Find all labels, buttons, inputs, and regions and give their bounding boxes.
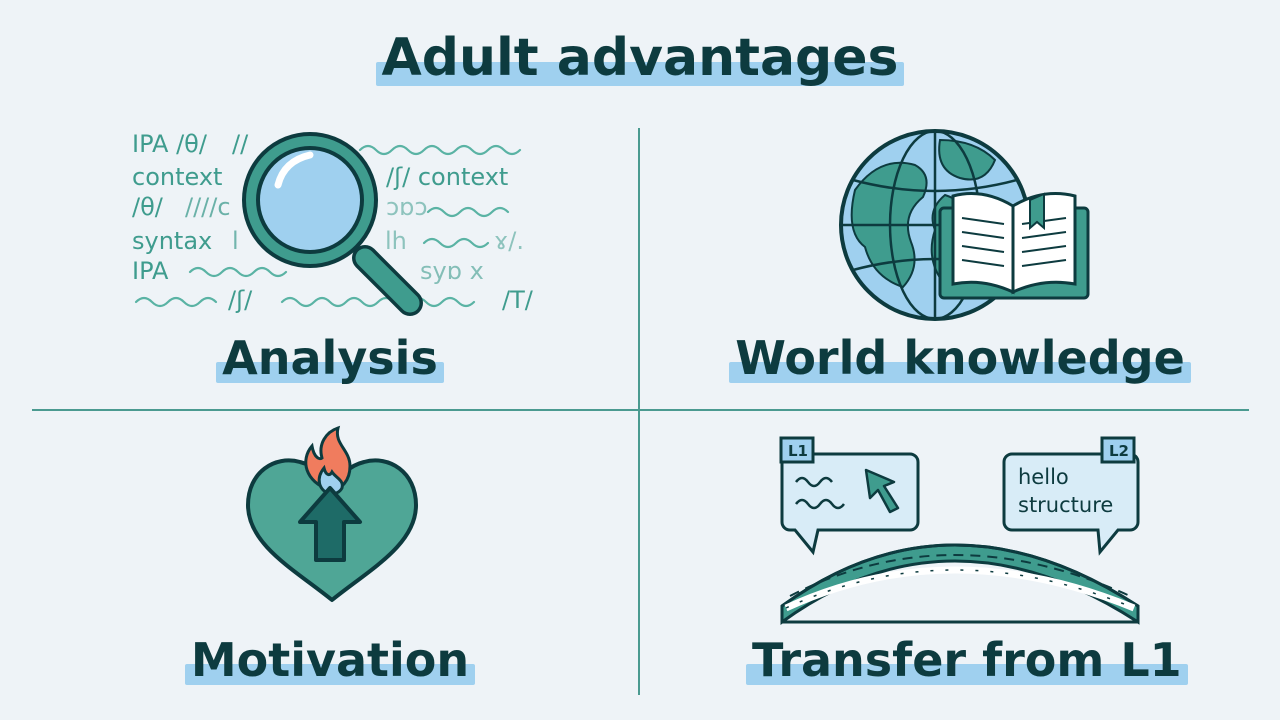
- svg-text:////c: ////c: [185, 193, 231, 221]
- analysis-word-ipa-theta: IPA /θ/: [132, 130, 208, 158]
- label-motivation: Motivation: [184, 637, 476, 685]
- l2-line-structure: structure: [1018, 493, 1113, 517]
- label-world-knowledge: World knowledge: [720, 335, 1200, 383]
- motivation-illustration: [246, 425, 418, 602]
- analysis-word-sh-context: /ʃ/ context: [386, 163, 508, 191]
- magnifier-icon: [242, 132, 423, 316]
- analysis-word-context: context: [132, 163, 222, 191]
- svg-text://: //: [232, 130, 249, 158]
- svg-text:syɒ x: syɒ x: [420, 257, 484, 285]
- analysis-word-syntax: syntax: [132, 227, 212, 255]
- page-title: Adult advantages: [0, 32, 1280, 86]
- svg-text:ɔɒɔ: ɔɒɔ: [386, 193, 428, 221]
- l2-speech-bubble: L2 hello structure: [1002, 436, 1140, 556]
- world-illustration: [839, 129, 1090, 321]
- vertical-divider: [638, 128, 640, 695]
- label-transfer-from-l1: Transfer from L1: [746, 637, 1188, 685]
- l2-tag: L2: [1109, 442, 1129, 460]
- svg-text:lh: lh: [385, 227, 407, 255]
- svg-text:ɤ/.: ɤ/.: [494, 227, 524, 255]
- arrow-up-icon: [298, 486, 362, 562]
- l2-line-hello: hello: [1018, 465, 1069, 489]
- analysis-illustration: IPA /θ/ // context /θ/ ////c syntax l IP…: [132, 130, 534, 316]
- analysis-word-ipa: IPA: [132, 257, 169, 285]
- analysis-word-sh: /ʃ/: [228, 286, 253, 314]
- open-book-icon: [938, 192, 1090, 300]
- flame-icon: [304, 425, 352, 496]
- l1-tag: L1: [788, 442, 808, 460]
- svg-text:l: l: [232, 227, 239, 255]
- horizontal-divider: [32, 409, 1249, 411]
- bridge-icon: [780, 543, 1140, 625]
- analysis-word-t: /T/: [502, 286, 534, 314]
- label-analysis: Analysis: [205, 335, 455, 383]
- analysis-word-theta: /θ/: [132, 193, 164, 221]
- transfer-illustration: L1 L2 hello structure: [779, 436, 1140, 625]
- l1-speech-bubble: L1: [779, 436, 920, 556]
